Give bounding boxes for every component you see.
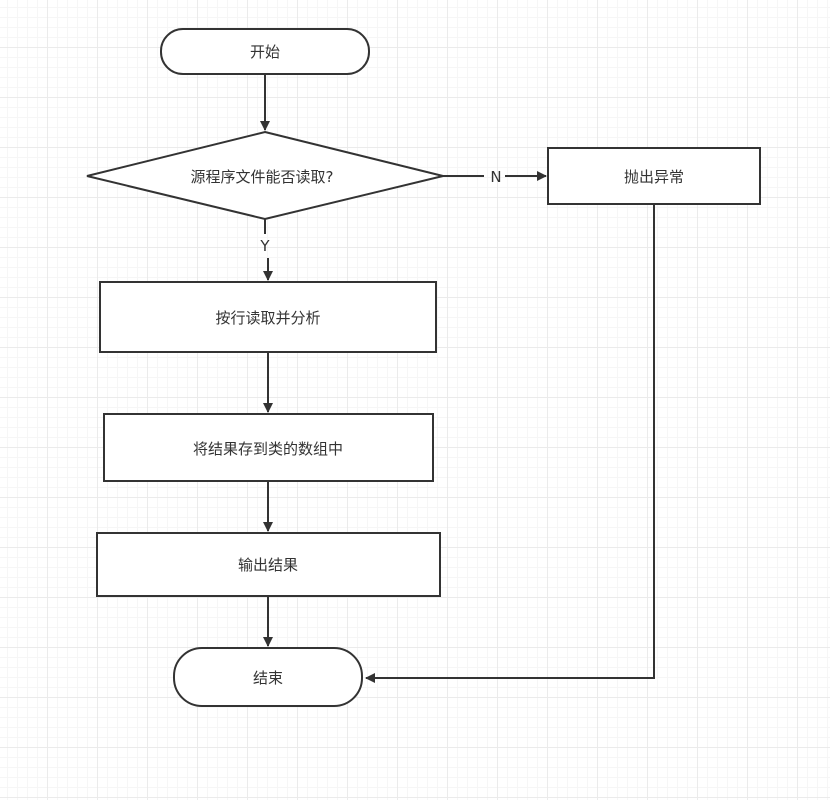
read-label: 按行读取并分析 (215, 309, 320, 327)
start-terminator-shape (160, 28, 370, 75)
read-process-shape (99, 281, 437, 353)
edge-label-no: N (490, 168, 501, 186)
store-process-shape (103, 413, 434, 482)
node-store[interactable]: 将结果存到类的数组中 (103, 413, 434, 482)
node-decision[interactable]: 源程序文件能否读取? (86, 130, 444, 221)
node-exception[interactable]: 抛出异常 (547, 147, 761, 205)
store-label: 将结果存到类的数组中 (193, 440, 343, 458)
node-read[interactable]: 按行读取并分析 (99, 281, 437, 353)
node-end[interactable]: 结束 (173, 647, 363, 707)
connectors (260, 74, 655, 683)
output-label: 输出结果 (238, 556, 298, 574)
decision-label: 源程序文件能否读取? (191, 168, 334, 186)
start-label: 开始 (250, 43, 280, 61)
edge-label-yes: Y (259, 237, 270, 255)
end-terminator-shape (173, 647, 363, 707)
exception-label: 抛出异常 (624, 168, 684, 186)
edge-exception-to-end (365, 204, 655, 683)
node-start[interactable]: 开始 (160, 28, 370, 75)
node-output[interactable]: 输出结果 (96, 532, 441, 597)
end-label: 结束 (253, 669, 283, 687)
decision-diamond-shape (86, 130, 444, 221)
exception-process-shape (547, 147, 761, 205)
output-process-shape (96, 532, 441, 597)
